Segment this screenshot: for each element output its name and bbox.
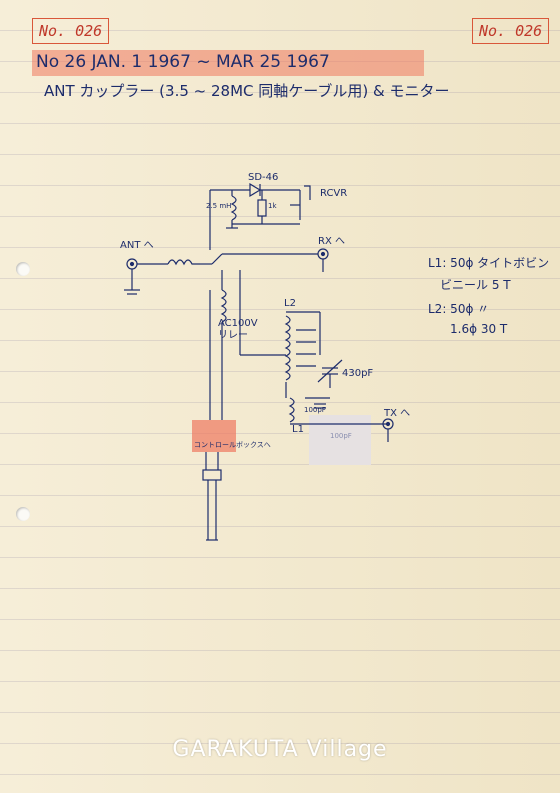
rx-label: RX へ xyxy=(318,236,345,247)
page-number-tag-right: No. 026 xyxy=(472,18,550,44)
l2-label: L2 xyxy=(284,298,296,309)
relay-label: AC100V リレー xyxy=(218,318,258,341)
resistor-value-label: 1k xyxy=(268,202,277,210)
note-l1-turns: ビニール 5 T xyxy=(440,278,511,292)
binder-hole-top xyxy=(16,262,30,276)
page-title: No 26 JAN. 1 1967 ~ MAR 25 1967 xyxy=(36,52,330,72)
page-number-tag-left: No. 026 xyxy=(32,18,110,44)
rcvr-label: RCVR xyxy=(320,188,348,199)
header-highlight xyxy=(32,50,424,76)
note-l2-spec: L2: 50ϕ 〃 xyxy=(428,302,490,316)
ant-label: ANT へ xyxy=(120,240,154,251)
note-l1-spec: L1: 50ϕ タイトボビン xyxy=(428,256,550,270)
control-box-label: コントロールボックスへ xyxy=(194,441,271,449)
note-l2-turns: 1.6ϕ 30 T xyxy=(450,322,508,336)
binder-hole-bottom xyxy=(16,507,30,521)
diode-label: SD-46 xyxy=(248,172,279,183)
variable-cap-label: 430pF xyxy=(342,368,374,379)
faded-cap-label: 100pF xyxy=(330,432,352,440)
trim-cap-label: 100pF xyxy=(304,406,326,414)
watermark: GARAKUTA Village xyxy=(172,737,388,762)
control-box-highlight xyxy=(192,420,236,452)
tx-label: TX へ xyxy=(384,408,411,419)
rfc-value-label: 2.5 mH xyxy=(206,202,232,210)
paper-patch xyxy=(309,415,371,465)
page-subtitle: ANT カップラー (3.5 ~ 28MC 同軸ケーブル用) & モニター xyxy=(44,82,450,100)
l1-label: L1 xyxy=(292,424,304,435)
